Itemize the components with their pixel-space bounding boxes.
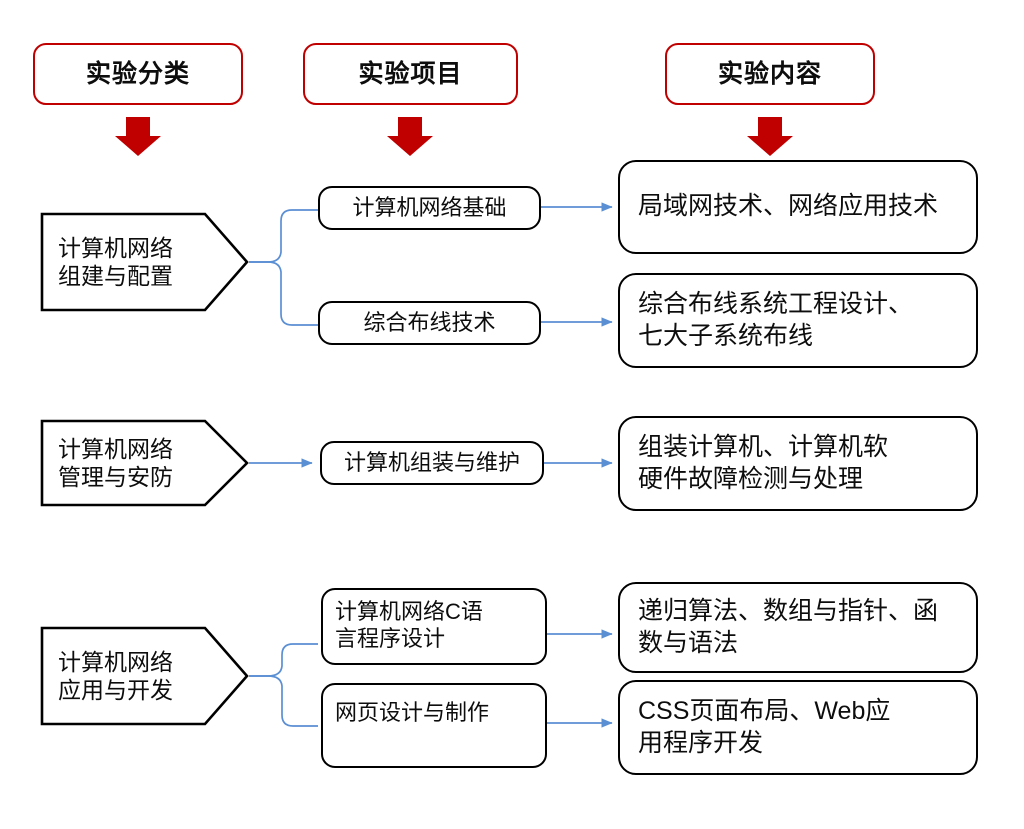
header-label-category: 实验分类 <box>85 59 190 88</box>
content-line: CSS页面布局、Web应 <box>638 697 891 725</box>
category-line: 应用与开发 <box>58 677 173 703</box>
project-box[interactable]: 计算机组装与维护 <box>320 441 544 485</box>
category-line: 计算机网络 <box>58 648 173 675</box>
red-down-arrow-content <box>747 117 793 156</box>
project-box[interactable]: 综合布线技术 <box>318 301 541 345</box>
project-label: 言程序设计 <box>335 626 446 652</box>
category-line: 计算机网络 <box>58 234 173 261</box>
header-box-category: 实验分类 <box>33 43 243 105</box>
category-label-1: 计算机网络 组建与配置 <box>42 214 247 310</box>
red-down-arrow-category <box>115 117 161 156</box>
content-box[interactable]: 递归算法、数组与指针、函 数与语法 <box>618 582 978 673</box>
project-label: 网页设计与制作 <box>335 700 490 725</box>
content-line: 组装计算机、计算机软 <box>638 433 889 461</box>
content-line: 综合布线系统工程设计、 <box>638 290 914 318</box>
project-label: 计算机网络基础 <box>352 195 507 221</box>
content-box[interactable]: 组装计算机、计算机软 硬件故障检测与处理 <box>618 416 978 511</box>
category-label-3: 计算机网络 应用与开发 <box>42 628 247 724</box>
content-line: 局域网技术、网络应用技术 <box>638 192 939 221</box>
category-label-2: 计算机网络 管理与安防 <box>42 421 247 505</box>
content-line: 硬件故障检测与处理 <box>638 464 864 493</box>
content-line: 数与语法 <box>638 628 739 657</box>
category-line: 计算机网络 <box>58 435 173 462</box>
project-box[interactable]: 计算机网络基础 <box>318 186 541 230</box>
project-box[interactable]: 计算机网络C语 言程序设计 <box>321 588 547 665</box>
header-label-content: 实验内容 <box>717 59 822 88</box>
project-box[interactable]: 网页设计与制作 <box>321 683 547 768</box>
brace-connector-3 <box>249 643 318 727</box>
content-line: 七大子系统布线 <box>638 321 814 350</box>
content-box[interactable]: 综合布线系统工程设计、 七大子系统布线 <box>618 273 978 368</box>
content-line: 递归算法、数组与指针、函 <box>638 597 939 625</box>
brace-connector-1 <box>249 209 318 326</box>
header-label-project: 实验项目 <box>358 59 463 88</box>
category-line: 管理与安防 <box>58 464 173 490</box>
content-line: 用程序开发 <box>638 728 764 757</box>
project-label: 计算机组装与维护 <box>343 450 520 476</box>
header-box-project: 实验项目 <box>303 43 518 105</box>
header-box-content: 实验内容 <box>665 43 875 105</box>
content-box[interactable]: CSS页面布局、Web应 用程序开发 <box>618 680 978 775</box>
project-label: 计算机网络C语 <box>335 599 483 624</box>
red-down-arrow-project <box>387 117 433 156</box>
category-line: 组建与配置 <box>58 263 173 289</box>
content-box[interactable]: 局域网技术、网络应用技术 <box>618 160 978 254</box>
project-label: 综合布线技术 <box>363 310 496 336</box>
